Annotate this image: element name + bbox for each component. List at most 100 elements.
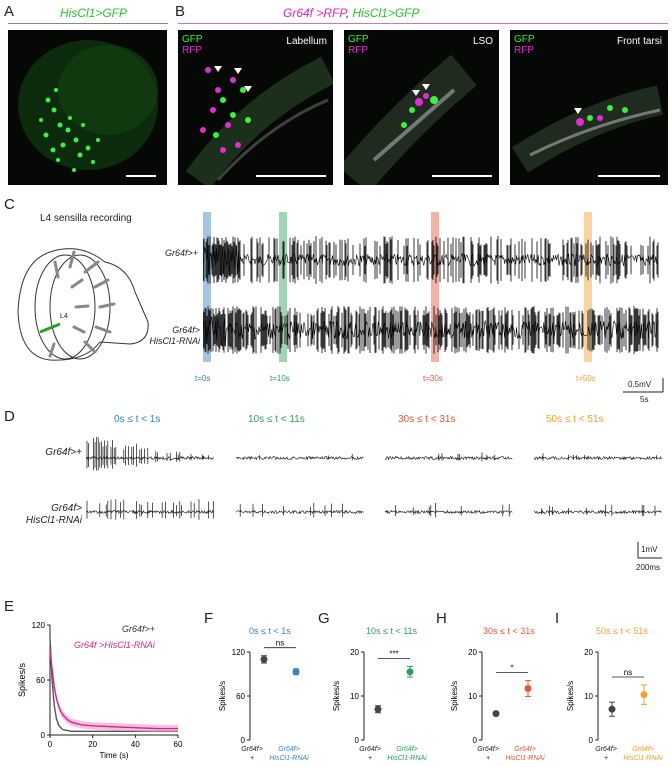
panel-h-cat-control-l1: Gr64f> bbox=[477, 746, 499, 753]
panel-c-marker-t10 bbox=[279, 212, 287, 362]
panel-c-trace-rnai bbox=[203, 306, 659, 354]
panel-d-baseline bbox=[384, 509, 513, 515]
panel-g-cat-control-l1: Gr64f> bbox=[359, 746, 381, 753]
F-sig-label: ns bbox=[276, 639, 284, 648]
panel-c-marker-t30 bbox=[431, 212, 439, 362]
panel-d-trace-r1-w3 bbox=[384, 452, 513, 462]
panel-a-scale-bar bbox=[126, 175, 156, 177]
panel-e-x-tick-label: 40 bbox=[131, 740, 140, 749]
panel-g-cat-control-l2: + bbox=[367, 755, 373, 762]
I-y-label: Spikes/s bbox=[566, 681, 575, 711]
panel-f-cat-control-l2: + bbox=[249, 755, 255, 762]
panel-e-x-tick-label: 20 bbox=[88, 740, 97, 749]
panel-i-cat-rnai: Gr64f> HisCl1-RNAi bbox=[618, 745, 668, 763]
panel-g-cat-rnai-l1: Gr64f> bbox=[396, 746, 418, 753]
F-y-label: Spikes/s bbox=[218, 681, 227, 711]
F-y-tick-label: 120 bbox=[232, 648, 246, 657]
panel-a-tissue bbox=[18, 40, 158, 172]
panel-c-letter: C bbox=[4, 196, 15, 213]
panel-c-row1-label: Gr64f>+ bbox=[150, 248, 198, 259]
panel-b-lso-image: GFP RFP LSO bbox=[344, 30, 499, 185]
panel-g-title: 10s ≤ t < 11s bbox=[366, 626, 418, 636]
panel-b-labellum-gfp: GFP bbox=[182, 34, 203, 45]
panel-b-title-line bbox=[178, 23, 668, 24]
panel-i-cat-control: Gr64f>+ bbox=[586, 745, 626, 763]
panel-e-y-tick-label: 120 bbox=[32, 621, 46, 630]
panel-c-marker-t0 bbox=[203, 212, 211, 362]
panel-b-lso-rfp: RFP bbox=[348, 45, 368, 56]
panel-b-labellum-tissue bbox=[185, 56, 333, 185]
panel-e-letter: E bbox=[4, 598, 15, 615]
panel-d-row2-line1: Gr64f> bbox=[51, 503, 82, 514]
panel-d-baseline bbox=[235, 509, 364, 515]
panel-e-series-line-1 bbox=[49, 638, 178, 733]
panel-d-baseline bbox=[533, 509, 662, 515]
panel-a-letter: A bbox=[4, 3, 15, 20]
panel-a-title: HisCl1>GFP bbox=[60, 6, 128, 20]
panel-d-trace-r2-w3 bbox=[384, 502, 513, 518]
panel-d-row2-line2: HisCl1-RNAi bbox=[25, 515, 82, 526]
panel-e-x-tick-label: 60 bbox=[174, 740, 183, 749]
panel-c-trace-control bbox=[203, 236, 659, 284]
panel-h-cat-control-l2: + bbox=[485, 755, 491, 762]
panel-d-baseline bbox=[86, 509, 214, 515]
panel-d-trace-r2-w1 bbox=[86, 499, 214, 520]
panel-i-title: 50s ≤ t < 51s bbox=[596, 626, 648, 636]
panel-h-cat-control: Gr64f> + bbox=[468, 745, 508, 763]
G-y-tick-label: 0 bbox=[355, 736, 360, 743]
panel-b-labellum-rfp: RFP bbox=[182, 45, 202, 56]
panel-e-y-tick-label: 60 bbox=[36, 676, 45, 685]
panel-c-labellum-schematic bbox=[17, 248, 149, 361]
panel-a-micrograph bbox=[8, 30, 167, 185]
panel-b-tarsi-rfp: RFP bbox=[514, 45, 534, 56]
panel-f-title: 0s ≤ t < 1s bbox=[249, 626, 291, 636]
G-sig-label: *** bbox=[389, 650, 398, 659]
panel-f-cat-rnai-l1: Gr64f> bbox=[278, 746, 300, 753]
panel-d-row2-label: Gr64f> HisCl1-RNAi bbox=[6, 503, 82, 527]
F-dot-2 bbox=[292, 668, 300, 676]
panel-c-row2-line2: HisCl1-RNAi bbox=[149, 336, 200, 346]
H-dot-1 bbox=[492, 710, 500, 718]
panel-d-scale-bars bbox=[637, 542, 662, 559]
panel-c-scale-voltage: 0.5mV bbox=[628, 380, 652, 389]
panel-i-letter: I bbox=[555, 610, 560, 627]
panel-f-letter: F bbox=[204, 610, 214, 627]
panel-f-cat-rnai-l2: HisCl1-RNAi bbox=[269, 755, 309, 762]
I-y-tick-label: 20 bbox=[584, 648, 593, 657]
panel-d-trace-r2-w2 bbox=[235, 502, 364, 518]
panel-i-cat-rnai-l1: Gr64f> bbox=[632, 746, 654, 753]
panel-g-cat-control: Gr64f> + bbox=[350, 745, 390, 763]
panel-d-trace-r2-w4 bbox=[533, 504, 662, 517]
panel-e-y-tick-label: 0 bbox=[41, 731, 46, 740]
panel-d-window-10: 10s ≤ t < 11s bbox=[248, 414, 305, 425]
panel-d-baseline bbox=[533, 455, 662, 461]
panel-h-cat-rnai-l2: HisCl1-RNAi bbox=[505, 755, 545, 762]
panel-d-scale-time: 200ms bbox=[636, 563, 661, 572]
panel-f-cat-control-l1: Gr64f> bbox=[241, 746, 263, 753]
panel-d-trace-r1-w2 bbox=[235, 453, 364, 461]
panel-c-schematic-title: L4 sensilla recording bbox=[40, 213, 132, 224]
panel-b-labellum-image: GFP RFP Labellum bbox=[178, 30, 333, 185]
G-dot-1 bbox=[374, 705, 382, 713]
panel-b-lso-tissue bbox=[344, 54, 477, 185]
H-y-tick-label: 0 bbox=[473, 736, 478, 743]
panel-b-title-part2: HisCl1>GFP bbox=[352, 6, 420, 20]
panel-d-baseline bbox=[384, 455, 513, 461]
panel-c-row1-line1: Gr64f>+ bbox=[164, 248, 198, 258]
panel-c-t50-label: t=50s bbox=[576, 374, 596, 383]
G-dot-2 bbox=[406, 668, 414, 676]
panel-b-letter: B bbox=[175, 3, 186, 20]
panel-i-cat-control-l2: + bbox=[603, 755, 609, 762]
panel-g-cat-rnai: Gr64f>HisCl1-RNAi bbox=[382, 745, 432, 763]
G-y-tick-label: 10 bbox=[350, 692, 359, 701]
panel-i-cat-rnai-l2: HisCl1-RNAi bbox=[623, 755, 663, 762]
panel-c-t0-label: t=0s bbox=[195, 374, 211, 383]
panel-b-lso-scale-bar bbox=[432, 175, 492, 177]
panel-h-cat-rnai-l1: Gr64f> bbox=[514, 746, 536, 753]
panel-c-marker-t50 bbox=[584, 212, 592, 362]
panel-e-series-line-2 bbox=[49, 650, 178, 730]
